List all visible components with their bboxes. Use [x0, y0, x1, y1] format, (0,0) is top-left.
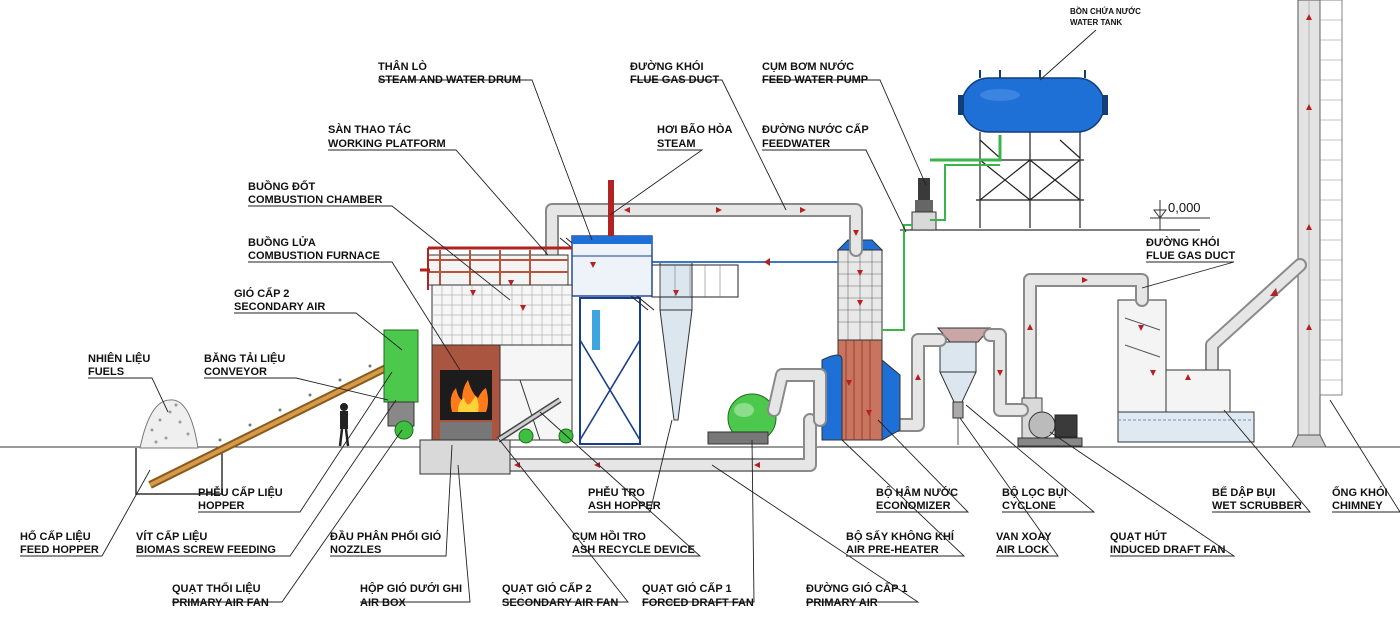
label-primary-air-en: PRIMARY AIR [806, 597, 878, 609]
wet-scrubber [1117, 299, 1255, 443]
label-primary-air-vi: ĐƯỜNG GIÓ CẤP 1 [806, 582, 907, 595]
label-fuels-en: FUELS [88, 366, 124, 378]
combustion-furnace [431, 344, 573, 441]
boiler-roof [420, 246, 572, 290]
feed-water-pump [911, 135, 1002, 231]
label-steam-drum-vi: THÂN LÒ [378, 60, 427, 73]
label-feed-pump-vi: CỤM BƠM NƯỚC [762, 60, 854, 73]
label-primary-fan-vi: QUẠT THỔI LIỆU [172, 582, 261, 595]
label-wet-scrubber-en: WET SCRUBBER [1212, 500, 1302, 512]
label-secondary-fan-vi: QUẠT GIÓ CẤP 2 [502, 582, 592, 595]
label-air-preheater-vi: BỘ SẤY KHÔNG KHÍ [846, 530, 955, 543]
induced-draft-fan [1017, 397, 1083, 447]
label-combustion-chamber-vi: BUỒNG ĐỐT [248, 179, 316, 193]
ash-hopper [659, 261, 693, 421]
label-steam-drum-en: STEAM AND WATER DRUM [378, 74, 521, 86]
steam-drum [571, 180, 653, 297]
label-steam-vi: HƠI BÃO HÒA [657, 123, 732, 136]
label-screw-en: BIOMAS SCREW FEEDING [136, 544, 276, 556]
flue-duct-top [545, 203, 863, 267]
label-ash-hopper-vi: PHỄU TRO [588, 486, 645, 499]
elevation-text: 0,000 [1168, 200, 1201, 215]
chimney [1291, 0, 1343, 448]
label-forced-fan-vi: QUẠT GIÓ CẤP 1 [642, 582, 732, 595]
label-feed-pump-en: FEED WATER PUMP [762, 74, 868, 86]
elevation-mark: 0,000 [1150, 200, 1210, 230]
label-economizer-en: ECONOMIZER [876, 500, 951, 512]
hopper-green [383, 329, 419, 440]
label-secondary-air-en: SECONDARY AIR [234, 301, 325, 313]
label-air-lock-en: AIR LOCK [996, 544, 1049, 556]
label-induced-fan-en: INDUCED DRAFT FAN [1110, 544, 1226, 556]
ash-recycle-device [496, 397, 574, 444]
label-forced-fan-en: FORCED DRAFT FAN [642, 597, 754, 609]
label-flue-duct-top-en: FLUE GAS DUCT [630, 74, 720, 86]
conveyor [148, 358, 400, 489]
feed-hopper-pit [135, 448, 223, 495]
air-box [419, 439, 511, 475]
label-induced-fan-vi: QUẠT HÚT [1110, 530, 1167, 543]
label-flue-duct-right-vi: ĐƯỜNG KHÓI [1146, 236, 1220, 249]
worker-figure [338, 403, 350, 447]
label-cyclone-vi: BỘ LỌC BỤI [1002, 486, 1067, 499]
label-primary-fan-en: PRIMARY AIR FAN [172, 597, 269, 609]
labels: BỒN CHỨA NƯỚC WATER TANK THÂN LÒ STEAM A… [20, 6, 1388, 609]
label-air-box-vi: HỘP GIÓ DƯỚI GHI [360, 582, 462, 595]
feedwater-line [882, 224, 912, 331]
leader-lines [20, 29, 1400, 603]
label-water-tank-vi: BỒN CHỨA NƯỚC [1070, 6, 1141, 16]
economizer-air-preheater [821, 239, 901, 441]
label-nozzles-vi: ĐẦU PHÂN PHỐI GIÓ [330, 529, 442, 543]
combustion-chamber [427, 250, 573, 346]
label-conveyor-en: CONVEYOR [204, 366, 267, 378]
label-economizer-vi: BỘ HÂM NƯỚC [876, 486, 958, 499]
label-secondary-fan-en: SECONDARY AIR FAN [502, 597, 618, 609]
label-combustion-chamber-en: COMBUSTION CHAMBER [248, 194, 382, 206]
label-steam-en: STEAM [657, 138, 696, 150]
label-ash-hopper-en: ASH HOPPER [588, 500, 661, 512]
label-nozzles-en: NOZZLES [330, 544, 381, 556]
label-feed-hopper-vi: HỐ CẤP LIỆU [20, 529, 91, 543]
label-chimney-en: CHIMNEY [1332, 500, 1383, 512]
label-conveyor-vi: BĂNG TẢI LIỆU [204, 352, 285, 365]
label-ash-recycle-en: ASH RECYCLE DEVICE [572, 544, 695, 556]
label-platform-vi: SÀN THAO TÁC [328, 123, 411, 136]
water-tank [900, 70, 1200, 231]
label-hopper-en: HOPPER [198, 500, 245, 512]
label-secondary-air-vi: GIÓ CẤP 2 [234, 287, 289, 300]
label-feedwater-en: FEEDWATER [762, 138, 830, 150]
cyclone [936, 327, 1029, 445]
label-hopper-vi: PHỄU CẤP LIỆU [198, 486, 283, 499]
label-chimney-vi: ỐNG KHÓI [1332, 485, 1388, 499]
scrubber-to-chimney-duct [1205, 258, 1307, 377]
label-air-box-en: AIR BOX [360, 597, 407, 609]
label-furnace-en: COMBUSTION FURNACE [248, 250, 380, 262]
label-air-preheater-en: AIR PRE-HEATER [846, 544, 939, 556]
label-flue-duct-top-vi: ĐƯỜNG KHÓI [630, 60, 704, 73]
label-ash-recycle-vi: CỤM HỒI TRO [572, 530, 646, 543]
fuel-pile [139, 399, 199, 449]
label-cyclone-en: CYCLONE [1002, 500, 1056, 512]
label-air-lock-vi: VAN XOAY [996, 531, 1052, 543]
flue-duct-right [1023, 273, 1149, 407]
forced-draft-fan [707, 368, 827, 445]
label-water-tank-en: WATER TANK [1070, 18, 1122, 27]
label-flue-duct-right-en: FLUE GAS DUCT [1146, 250, 1236, 262]
label-furnace-vi: BUỒNG LỬA [248, 236, 316, 249]
label-platform-en: WORKING PLATFORM [328, 138, 446, 150]
label-fuels-vi: NHIÊN LIỆU [88, 352, 150, 365]
label-feedwater-vi: ĐƯỜNG NƯỚC CẤP [762, 123, 869, 136]
label-wet-scrubber-vi: BỂ DẬP BỤI [1212, 486, 1275, 499]
label-screw-vi: VÍT CẤP LIỆU [136, 530, 207, 543]
label-feed-hopper-en: FEED HOPPER [20, 544, 99, 556]
